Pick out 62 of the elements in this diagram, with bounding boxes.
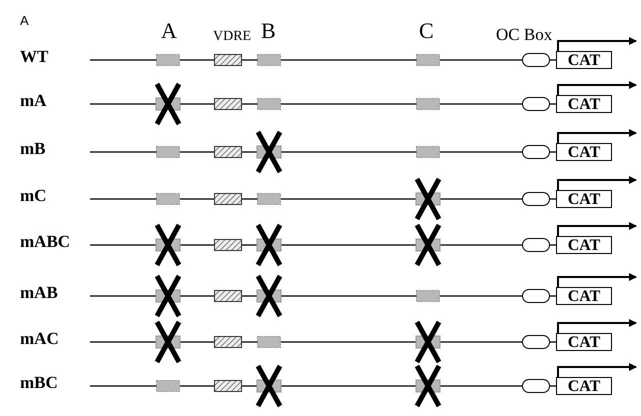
arrow: [557, 319, 637, 333]
arrow: [557, 363, 637, 377]
arrow: [557, 273, 637, 287]
mutated-site-box: [415, 364, 441, 408]
construct-name: mABC: [20, 233, 70, 251]
arrow: [557, 81, 637, 95]
reporter-gene-box: CAT: [556, 143, 612, 161]
binding-site-box: [156, 380, 180, 392]
vdre-box: [214, 146, 242, 158]
arrow: [557, 176, 637, 190]
binding-site-box: [156, 193, 180, 205]
binding-site-box: [257, 193, 281, 205]
binding-site-box: [156, 54, 180, 66]
mutated-site-box: [256, 274, 282, 318]
construct-name: mAB: [20, 284, 58, 302]
binding-site-box: [257, 54, 281, 66]
vdre-box: [214, 239, 242, 251]
binding-site-box: [156, 146, 180, 158]
mutated-site-box: [256, 364, 282, 408]
vdre-box: [214, 54, 242, 66]
reporter-gene-box: CAT: [556, 377, 612, 395]
binding-site-box: [257, 336, 281, 348]
construct-name: mAC: [20, 330, 59, 348]
site-label: VDRE: [213, 28, 252, 46]
arrow: [557, 222, 637, 236]
construct-name: mBC: [20, 374, 58, 392]
binding-site-box: [257, 98, 281, 110]
arrow: [557, 37, 637, 51]
vdre-box: [214, 98, 242, 110]
binding-site-box: [416, 146, 440, 158]
reporter-gene-box: CAT: [556, 333, 612, 351]
binding-site-box: [416, 98, 440, 110]
reporter-gene-box: CAT: [556, 287, 612, 305]
vdre-box: [214, 290, 242, 302]
site-label: B: [261, 20, 276, 42]
reporter-gene-box: CAT: [556, 51, 612, 69]
vdre-box: [214, 193, 242, 205]
construct-name: mA: [20, 92, 46, 110]
construct-name: mC: [20, 187, 46, 205]
vdre-box: [214, 336, 242, 348]
binding-site-box: [416, 290, 440, 302]
mutated-site-box: [256, 223, 282, 267]
site-label: C: [419, 20, 434, 42]
construct-name: mB: [20, 140, 46, 158]
reporter-gene-box: CAT: [556, 236, 612, 254]
site-label: A: [161, 20, 177, 42]
mutated-site-box: [415, 320, 441, 364]
mutated-site-box: [415, 177, 441, 221]
mutated-site-box: [415, 223, 441, 267]
mutated-site-box: [155, 274, 181, 318]
mutated-site-box: [256, 130, 282, 174]
mutated-site-box: [155, 82, 181, 126]
reporter-gene-box: CAT: [556, 95, 612, 113]
arrow: [557, 129, 637, 143]
mutated-site-box: [155, 223, 181, 267]
reporter-gene-box: CAT: [556, 190, 612, 208]
mutated-site-box: [155, 320, 181, 364]
vdre-box: [214, 380, 242, 392]
binding-site-box: [416, 54, 440, 66]
construct-name: WT: [20, 48, 48, 66]
site-label: OC Box: [496, 24, 552, 46]
panel-letter: A: [20, 12, 29, 30]
